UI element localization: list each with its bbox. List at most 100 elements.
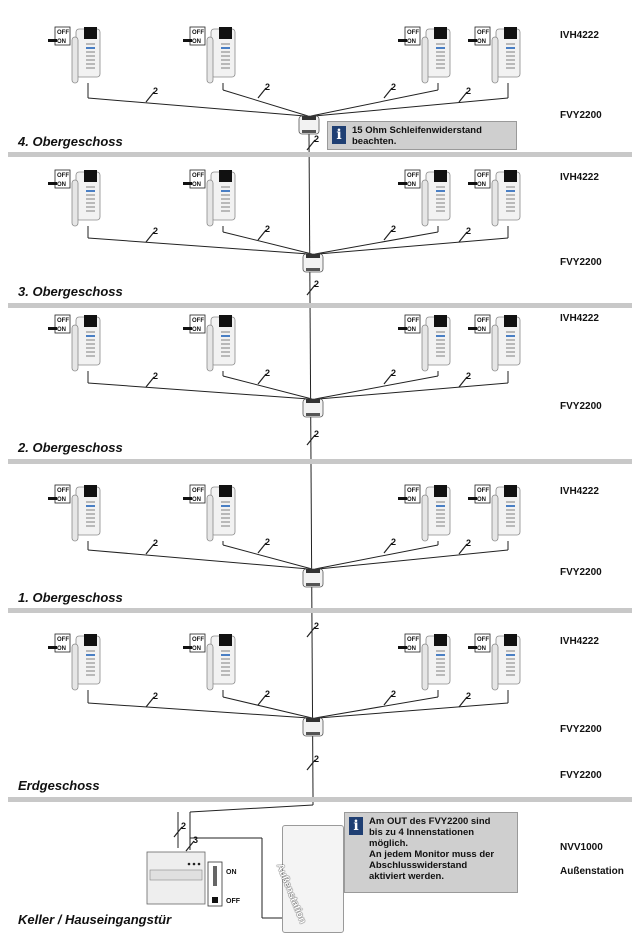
monitor-key [436,525,445,527]
monitor-key [221,658,230,660]
device-model-label: IVH4222 [560,636,599,647]
switch-off-label: OFF [477,318,489,324]
monitor-key [436,670,445,672]
floor-separator [8,303,632,308]
monitor-key [436,339,445,341]
monitor-key [436,331,445,333]
monitor-key [221,198,230,200]
wire-count-tick [306,759,316,771]
monitor-handset [491,643,499,691]
monitor-screen [434,634,447,646]
monitor-key [436,51,445,53]
device-model-label: IVH4222 [560,172,599,183]
switch-on-label: ON [192,646,201,652]
monitor-handset [421,179,429,227]
wire-count-tick [257,542,267,554]
monitor-screen [219,634,232,646]
monitor-key [506,505,515,507]
switch-lever [183,497,192,500]
monitor-key [436,210,445,212]
monitor-key [221,501,230,503]
switch-on-label: ON [226,869,237,876]
distributor-terminal [306,569,320,573]
monitor-key [86,194,95,196]
wire-count-label: 2 [314,754,319,764]
distributor-terminal [306,718,320,722]
power-supply [146,851,223,907]
switch-lever [468,182,477,185]
bus-wire [222,544,313,570]
monitor-key [436,43,445,45]
monitor-handset [71,324,79,372]
switch-on-label: ON [477,182,486,188]
on-off-switch [54,314,71,334]
distributor-box [302,568,324,588]
monitor-key [86,505,95,507]
monitor-handset [491,494,499,542]
distributor-box [298,115,320,135]
switch-lever [183,327,192,330]
monitor-key [506,670,515,672]
switch-off-label: OFF [477,173,489,179]
switch-on-label: ON [407,646,416,652]
monitor-screen [84,485,97,497]
on-off-switch [54,484,71,504]
monitor-screen [504,315,517,327]
switch-on-label: ON [57,182,66,188]
switch-on-label: ON [477,497,486,503]
dip-switch-slot [213,866,217,886]
wire-count-tick [257,87,267,99]
floor-label: 1. Obergeschoss [18,590,123,605]
monitor-handset [491,324,499,372]
monitor-key [436,505,445,507]
monitor-key [221,335,230,337]
monitor-key [221,51,230,53]
monitor-key [86,43,95,45]
power-supply-led [187,862,191,866]
monitor-handset [421,324,429,372]
distributor-terminal [306,413,320,416]
bus-wire [314,231,439,255]
wire-count-label: 2 [153,691,158,701]
wire-count-tick [306,284,316,296]
switch-lever [468,327,477,330]
switch-lever [468,39,477,42]
switch-off-label: OFF [192,318,204,324]
on-off-switch [189,484,206,504]
monitor-key [86,335,95,337]
bus-wire [87,549,310,570]
monitor-key [221,43,230,45]
wire-count-tick [257,229,267,241]
bus-wire [189,804,314,813]
monitor-key [506,210,515,212]
wire-count-label: 2 [153,86,158,96]
wire-count-tick [306,626,316,638]
on-off-switch [189,314,206,334]
switch-on-label: ON [477,39,486,45]
bus-wire [222,231,313,255]
distributor-box [302,717,324,737]
monitor-key [436,513,445,515]
monitor-key [436,206,445,208]
monitor-key [506,331,515,333]
wire-count-tick [458,543,468,555]
monitor-screen [219,27,232,39]
monitor-key [436,55,445,57]
distributor-terminal [306,583,320,586]
monitor-key [436,194,445,196]
monitor-key [506,206,515,208]
monitor-key [221,525,230,527]
monitor-key [86,666,95,668]
wire-count-tick [458,231,468,243]
wire-count-label: 2 [153,226,158,236]
switch-on-label: ON [57,646,66,652]
bus-wire [313,97,509,117]
